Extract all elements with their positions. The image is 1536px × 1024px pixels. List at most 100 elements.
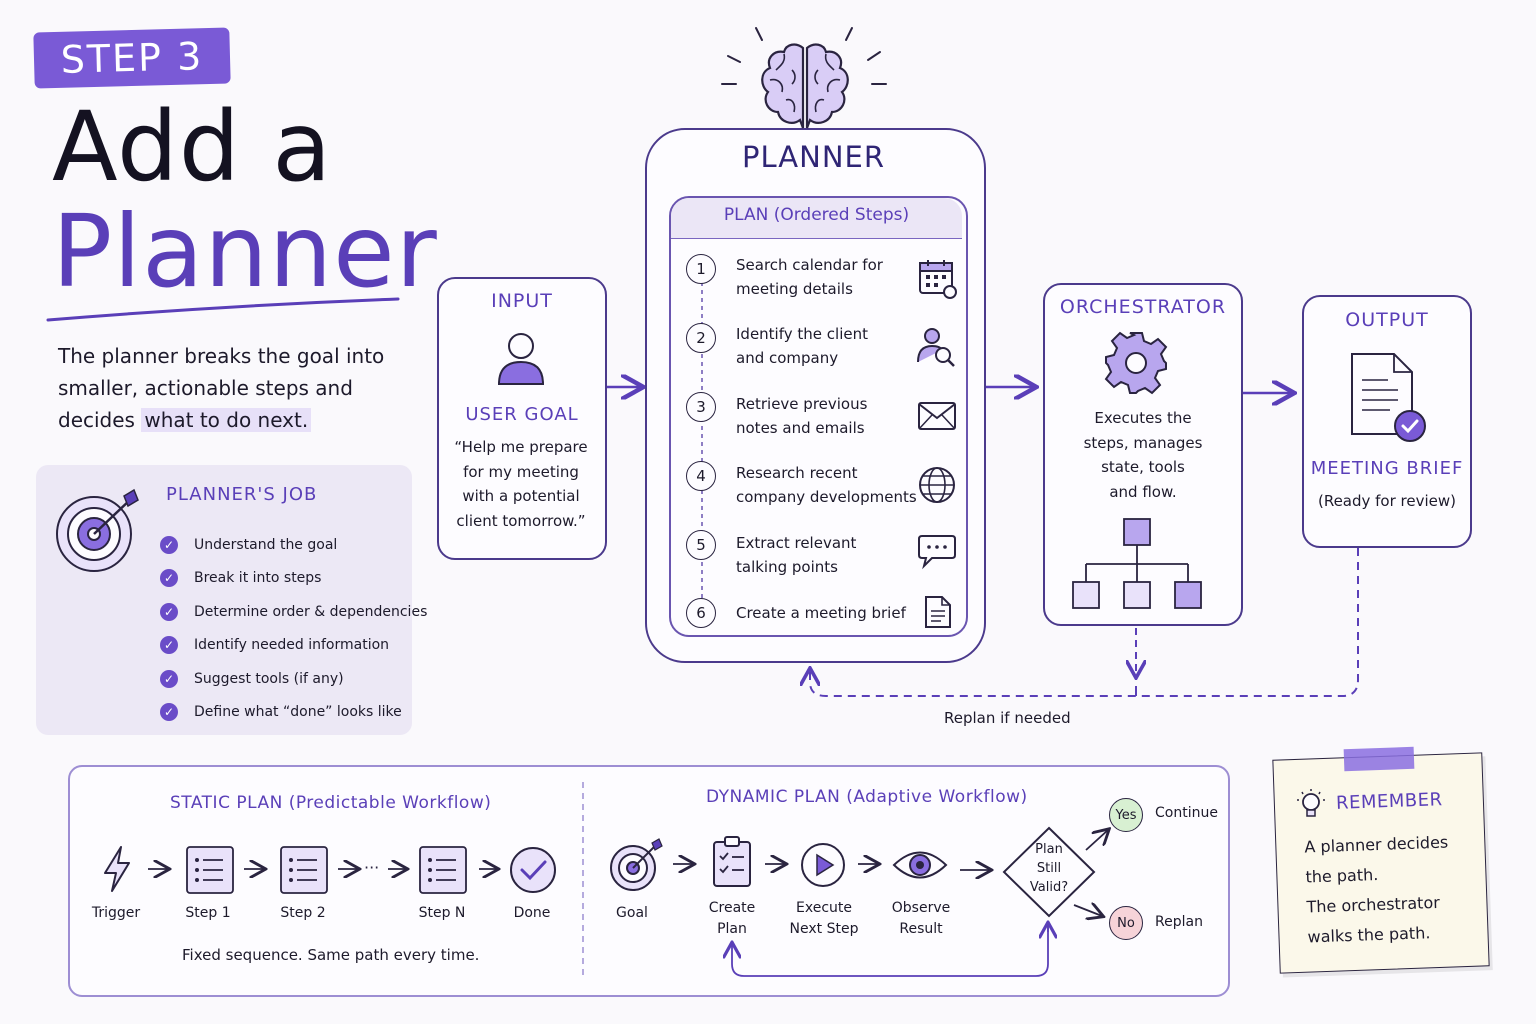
list-item-label: Break it into steps [194, 570, 322, 587]
brain-icon [761, 43, 849, 129]
label-line: Next Step [789, 921, 859, 937]
tape [1343, 746, 1415, 772]
goal-label: Goal [616, 905, 648, 921]
static-node-label: Step 2 [280, 905, 326, 921]
plan-step-text: notes and emails [736, 419, 865, 437]
plan-step-3: Retrieve previous notes and emails [736, 392, 867, 440]
plan-step-text: Create a meeting brief [736, 604, 906, 622]
quote-line: with a potential [462, 487, 580, 505]
observe-label: Observe Result [878, 898, 964, 940]
list-item: ✓ Define what “done” looks like [160, 696, 427, 730]
plan-step-text: and company [736, 349, 839, 367]
lightning-icon [104, 846, 130, 892]
check-icon: ✓ [160, 535, 178, 554]
plan-step-text: Search calendar for [736, 256, 883, 274]
plan-step-2: Identify the client and company [736, 322, 868, 370]
label-line: Plan [1035, 842, 1063, 857]
step-number: 3 [686, 392, 716, 422]
page-title-line1: Add a [52, 91, 333, 203]
replan-loop [810, 548, 1359, 697]
user-icon [497, 333, 545, 385]
hierarchy-icon [1072, 518, 1202, 609]
calendar-icon [919, 260, 957, 299]
planner-title: PLANNER [741, 140, 885, 174]
checklist-icon [186, 846, 234, 894]
label-line: Valid? [1029, 880, 1069, 895]
plan-step-text: meeting details [736, 280, 853, 298]
list-item-label: Identify needed information [194, 637, 390, 654]
check-icon: ✓ [160, 636, 178, 655]
list-item-label: Understand the goal [194, 536, 338, 553]
dynamic-plan-title: DYNAMIC PLAN (Adaptive Workflow) [706, 787, 1028, 807]
replan-label: Replan if needed [944, 709, 1071, 727]
static-plan-title: STATIC PLAN (Predictable Workflow) [170, 793, 492, 813]
step-number: 6 [686, 598, 716, 628]
static-plan-caption: Fixed sequence. Same path every time. [182, 946, 480, 964]
list-item: ✓ Break it into steps [160, 562, 427, 596]
plan-header [671, 198, 962, 239]
check-icon: ✓ [160, 602, 178, 621]
quote-line: for my meeting [463, 462, 579, 481]
label-line: Result [899, 921, 943, 937]
execute-label: Execute Next Step [779, 898, 869, 940]
label-line: Plan [717, 921, 747, 937]
static-node-label: Step 1 [185, 905, 231, 921]
title-underline [46, 297, 400, 322]
intro-text-main: The planner breaks the goal into smaller… [58, 344, 385, 432]
speech-bubble-icon [918, 535, 956, 570]
globe-icon [919, 467, 955, 503]
clipboard-icon [713, 836, 751, 887]
play-icon [801, 843, 845, 887]
plan-step-text: talking points [736, 558, 838, 576]
list-item-label: Define what “done” looks like [194, 704, 402, 721]
check-icon: ✓ [160, 569, 178, 588]
ellipsis: ··· [364, 858, 380, 877]
page-title-line2: Planner [52, 193, 438, 310]
target-icon [56, 488, 139, 572]
user-goal-label: USER GOAL [465, 404, 579, 425]
list-item: ✓Determine order & dependencies [160, 595, 427, 629]
desc-line: Executes the [1094, 409, 1192, 427]
plan-step-6: Create a meeting brief [736, 601, 906, 625]
target-icon [610, 838, 663, 891]
orchestrator-desc: Executes the steps, manages state, tools… [1045, 406, 1241, 504]
plan-step-text: Extract relevant [736, 534, 857, 552]
desc-line: steps, manages [1083, 433, 1203, 452]
check-icon: ✓ [160, 669, 178, 688]
decision-label: Plan Still Valid? [1014, 840, 1084, 897]
yes-badge: Yes [1109, 798, 1143, 832]
report-icon [1351, 353, 1426, 442]
orchestrator-title: ORCHESTRATOR [1059, 296, 1227, 318]
step-number: 4 [686, 461, 716, 491]
remember-title: REMEMBER [1335, 789, 1443, 814]
continue-label: Continue [1155, 805, 1218, 821]
plan-step-text: Retrieve previous [736, 395, 868, 413]
quote-line: client tomorrow.” [456, 511, 586, 530]
input-title: INPUT [491, 290, 553, 312]
static-node-label: Step N [418, 905, 466, 921]
plan-step-5: Extract relevant talking points [736, 531, 856, 579]
plan-step-text: company developments [736, 488, 917, 506]
desc-line: state, tools [1101, 458, 1185, 476]
remember-line: walks the path. [1307, 923, 1431, 947]
person-search-icon [917, 328, 955, 367]
label-line: Create [708, 900, 756, 916]
replan-action-label: Replan [1155, 914, 1203, 930]
check-icon: ✓ [160, 703, 178, 722]
static-node-label: Done [513, 905, 551, 921]
step-number: 5 [686, 530, 716, 560]
plan-step-4: Research recent company developments [736, 461, 917, 509]
create-plan-label: Create Plan [694, 898, 770, 940]
decision-diamond [1002, 826, 1096, 918]
checklist-icon [419, 846, 467, 894]
envelope-icon [918, 402, 956, 430]
no-badge: No [1109, 906, 1143, 940]
gear-icon [1104, 331, 1168, 395]
desc-line: and flow. [1109, 482, 1177, 501]
check-circle-icon [510, 847, 556, 893]
remember-line: A planner decides [1304, 832, 1449, 857]
step-number: 1 [686, 254, 716, 284]
meeting-brief-label: MEETING BRIEF [1310, 458, 1464, 479]
